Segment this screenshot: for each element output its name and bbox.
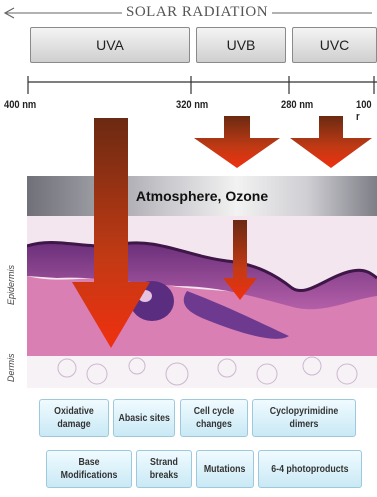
uvb-arrow [194,116,280,168]
uvc-arrow [290,116,372,168]
effect-base-modifications: Base Modifications [46,450,132,488]
uva-arrow [72,118,150,348]
effect-cell-cycle-changes: Cell cycle changes [180,399,248,437]
uvb-skin-arrow [223,220,257,300]
effect-cyclopyrimidine-dimers: Cyclopyrimidine dimers [252,399,356,437]
effect-mutations: Mutations [196,450,254,488]
effect-strand-breaks: Strand breaks [136,450,192,488]
effect-oxidative-damage: Oxidative damage [39,399,109,437]
effect-6-4-photoproducts: 6-4 photoproducts [258,450,362,488]
effect-abasic-sites: Abasic sites [113,399,175,437]
